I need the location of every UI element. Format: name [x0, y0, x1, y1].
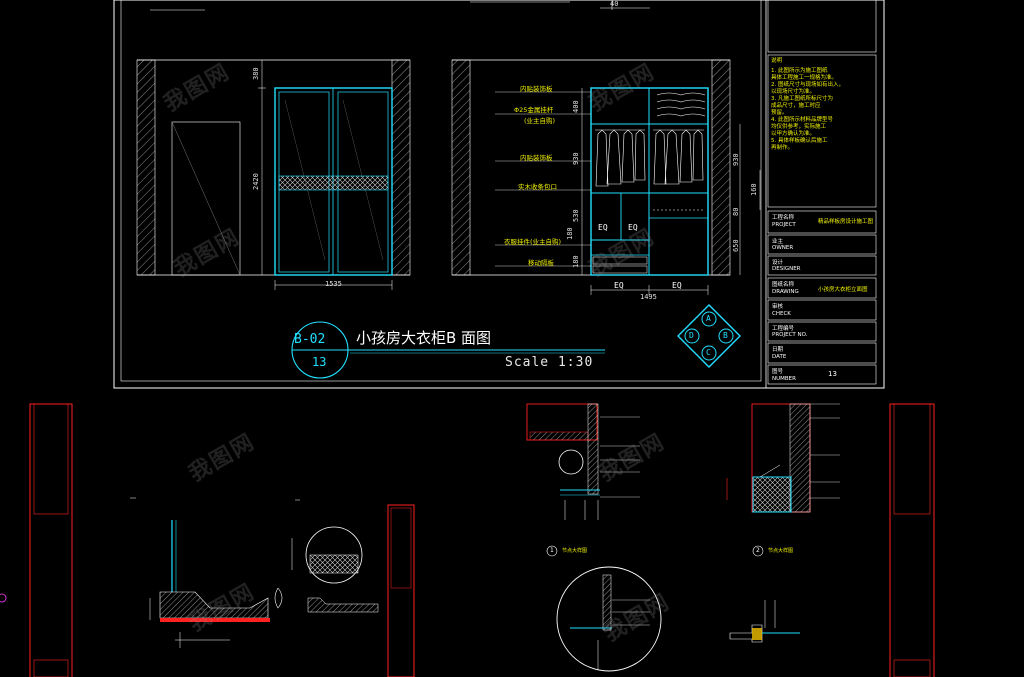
note-line: 以现场尺寸为准。 [771, 89, 816, 95]
title-block-grid [767, 210, 877, 385]
note-line: 5. 具体样板确认后施工 [771, 138, 828, 144]
dim-r-left-5: 180 [572, 255, 580, 268]
eq-inner-1: EQ [598, 223, 608, 232]
tb-sub-number: NUMBER [772, 376, 796, 382]
dim-r-right-2: 160 [750, 183, 758, 196]
detail-marker-2-num: 2 [756, 547, 760, 554]
dim-r-right-1: 930 [732, 153, 740, 166]
detail-marker-2-label: 节点大样图 [768, 548, 794, 554]
note-line: 预留。 [771, 110, 788, 116]
note-line: 再制作。 [771, 145, 794, 151]
note-line: 4. 此图所示材料品牌型号 [771, 117, 833, 123]
notes-heading: 说明 [771, 58, 783, 64]
dim-r-left-3: 530 [572, 209, 580, 222]
lower-sheet-left [0, 403, 73, 677]
tb-label-check: 审核 [772, 304, 784, 310]
tb-label-projno: 工程编号 [772, 326, 795, 332]
drawing-title: 小孩房大衣柜B 面图 [356, 329, 492, 347]
drawing-scale: Scale 1:30 [505, 355, 594, 370]
left-elevation [136, 59, 411, 290]
note-line: 3. 凡施工图纸所标尺寸为 [771, 96, 833, 102]
note-line: 以甲方确认为准。 [771, 131, 816, 137]
tb-sub-owner: OWNER [772, 245, 794, 251]
detail-wall-section [726, 403, 840, 643]
detail-floor-section [149, 520, 379, 648]
callout-2: Φ25金属挂杆 [514, 106, 554, 114]
note-line: 均仅供参考，实际施工 [771, 124, 827, 130]
tb-label-number: 图号 [772, 369, 784, 375]
dim-r-right-4: 650 [732, 239, 740, 252]
tb-label-date: 日期 [772, 347, 784, 353]
eq-inner-2: EQ [628, 223, 638, 232]
right-elevation [451, 59, 761, 295]
compass-d: D [689, 331, 694, 340]
dim-r-right-3: 80 [732, 207, 740, 216]
tb-label-owner: 业主 [772, 239, 784, 245]
tb-sub-designer: DESIGNER [772, 266, 801, 272]
callout-6: 衣服挂件(业主自购) [504, 238, 562, 246]
tb-sub-projno: PROJECT NO. [772, 332, 808, 338]
dim-r-left-1: 400 [572, 100, 580, 113]
tb-sub-drawing: DRAWING [772, 289, 799, 295]
compass-b: B [723, 331, 728, 340]
upper-sheet-frame [113, 0, 885, 389]
tb-value-number: 13 [828, 370, 837, 378]
detail-marker-1-num: 1 [550, 547, 554, 554]
tb-value-drawing: 小孩房大衣柜立面图 [818, 287, 868, 293]
tb-label-designer: 设计 [772, 260, 784, 266]
callout-5: 实木收条包口 [518, 183, 557, 191]
callout-4: 内贴装饰板 [520, 154, 553, 162]
callout-7: 移动隔板 [528, 259, 554, 267]
tb-sub-date: DATE [772, 354, 787, 360]
compass-rose [677, 304, 741, 368]
tb-label-drawing: 图纸名称 [772, 282, 795, 288]
note-line: 成品尺寸，施工时应 [771, 103, 821, 109]
eq-bottom-2: EQ [672, 281, 682, 290]
dim-width-right: 1495 [640, 293, 657, 301]
note-line: 具体工程施工一规格为准。 [771, 75, 838, 81]
lower-sheet-right [889, 403, 935, 677]
detail-pipe-section [526, 403, 662, 672]
tb-sub-project: PROJECT [772, 222, 796, 228]
note-line: 1. 此图所示为施工图纸 [771, 68, 828, 74]
dim-r-left-2: 930 [572, 152, 580, 165]
callout-3: (业主自购) [524, 117, 556, 125]
tb-value-project: 精品样板房设计施工图 [818, 219, 874, 225]
callout-1: 内贴装饰板 [520, 85, 553, 93]
detail-marker-1-label: 节点大样图 [562, 548, 588, 554]
dim-top-small: 40 [610, 0, 619, 8]
dim-r-left-4: 180 [566, 227, 574, 240]
note-line: 2. 图纸尺寸与现场如有出入， [771, 82, 844, 88]
eq-bottom-1: EQ [614, 281, 624, 290]
dim-width-left: 1535 [325, 280, 342, 288]
lower-sheet-middle-strip [387, 504, 415, 677]
notes-panel: 说明 1. 此图所示为施工图纸 具体工程施工一规格为准。 2. 图纸尺寸与现场如… [771, 58, 875, 152]
dim-height-left: 2420 [252, 173, 260, 190]
drawing-tag [291, 321, 605, 379]
compass-a: A [706, 314, 711, 323]
dim-top-left: 380 [252, 67, 260, 80]
tb-sub-check: CHECK [772, 311, 791, 317]
compass-c: C [706, 348, 711, 357]
drawing-tag-sheet: 13 [312, 355, 327, 369]
tb-label-project: 工程名称 [772, 215, 795, 221]
drawing-tag-code: B-02 [294, 332, 326, 347]
